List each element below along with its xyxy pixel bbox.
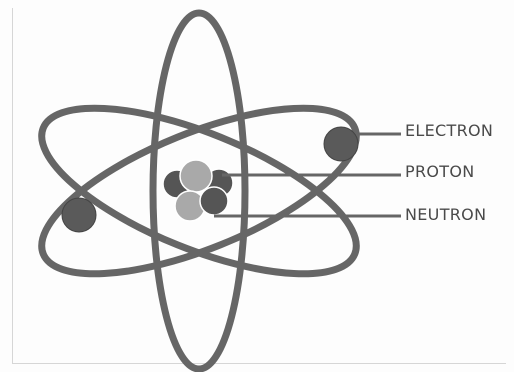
electron-label: ELECTRON [405, 121, 493, 140]
neutron [200, 187, 228, 215]
neutron-label: NEUTRON [405, 205, 486, 224]
nucleus [163, 160, 233, 221]
electron-left [62, 198, 96, 232]
proton-label: PROTON [405, 162, 475, 181]
electron-right [324, 127, 358, 161]
proton [180, 160, 212, 192]
